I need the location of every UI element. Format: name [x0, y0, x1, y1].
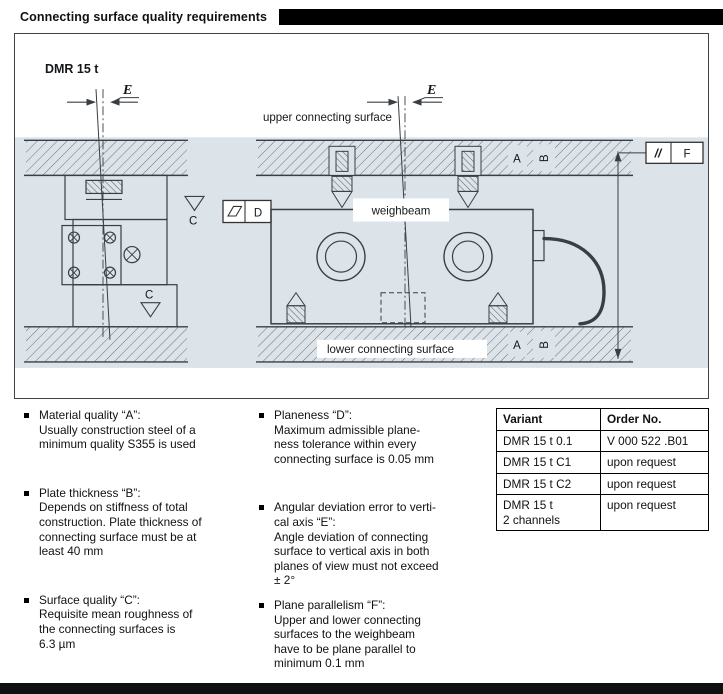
- bullet-icon: [259, 602, 264, 608]
- table-row: DMR 15 t C2 upon request: [496, 472, 709, 495]
- svg-text:lower connecting surface: lower connecting surface: [327, 344, 454, 356]
- note-angular-deviation-e: Angular deviation error to verti- cal ax…: [257, 500, 496, 588]
- surface-c-upper-label: C: [189, 216, 197, 228]
- angle-label-right: E: [426, 83, 436, 98]
- bullet-icon: [24, 413, 29, 418]
- note-body: Upper and lower connecting surfaces to t…: [274, 612, 421, 671]
- header: Connecting surface quality requirements: [0, 0, 723, 25]
- flatness-callout: D: [222, 199, 272, 224]
- weighbeam-label: weighbeam: [353, 198, 449, 222]
- table-header-row: Variant Order No.: [496, 408, 709, 431]
- bullet-icon: [259, 413, 264, 418]
- note-plate-thickness-b: Plate thickness “B”: Depends on stiffnes…: [22, 486, 257, 559]
- note-title: Plate thickness “B”:: [39, 485, 141, 500]
- footer-bar: [0, 683, 723, 694]
- notes-column-middle: Planeness “D”: Maximum admissible plane-…: [257, 408, 496, 694]
- order-no-cell: upon request: [600, 451, 709, 474]
- diagram-frame: DMR 15 t: [14, 33, 709, 399]
- bullet-icon: [24, 597, 29, 603]
- dim-arrow-icon: [614, 151, 622, 162]
- bullet-icon: [24, 490, 29, 496]
- parallelism-callout: // F: [645, 141, 704, 165]
- note-surface-quality-c: Surface quality “C”: Requisite mean roug…: [22, 593, 257, 651]
- note-material-quality-a: Material quality “A”: Usually constructi…: [22, 408, 257, 452]
- note-planeness-d: Planeness “D”: Maximum admissible plane-…: [257, 408, 496, 466]
- note-title: Plane parallelism “F”:: [274, 597, 386, 612]
- angle-label-left: E: [122, 83, 132, 98]
- svg-text:A: A: [513, 153, 521, 165]
- angle-arrow-icon: [412, 98, 422, 106]
- upper-surface-label: upper connecting surface: [263, 112, 392, 124]
- note-title: Planeness “D”:: [274, 408, 353, 422]
- note-body: Maximum admissible plane- ness tolerance…: [274, 422, 434, 466]
- note-title: Material quality “A”:: [39, 408, 141, 422]
- surface-c-lower-label: C: [145, 290, 153, 302]
- col-header-variant: Variant: [496, 408, 601, 431]
- surface-a-bottom-label: A: [508, 331, 527, 357]
- order-no-cell: upon request: [600, 494, 709, 531]
- variant-cell: DMR 15 t 2 channels: [496, 494, 601, 531]
- order-no-cell: V 000 522 .B01: [600, 429, 709, 452]
- variant-order-table: Variant Order No. DMR 15 t 0.1 V 000 522…: [496, 408, 709, 531]
- height-dimension: [617, 151, 646, 359]
- svg-text:A: A: [513, 340, 521, 352]
- note-body: Requisite mean roughness of the connecti…: [39, 607, 193, 651]
- model-label: DMR 15 t: [45, 62, 99, 76]
- note-title: Surface quality “C”:: [39, 592, 140, 607]
- svg-text:B: B: [539, 154, 551, 162]
- note-body: Depends on stiffness of total constructi…: [39, 500, 202, 559]
- surface-a-top-label: A: [508, 145, 527, 171]
- angle-arrow-icon: [110, 98, 120, 106]
- flatness-letter: D: [254, 207, 262, 219]
- table-row: DMR 15 t C1 upon request: [496, 451, 709, 474]
- note-title: Angular deviation error to verti- cal ax…: [274, 500, 436, 529]
- surface-b-top-label: B: [533, 144, 555, 172]
- notes-section: Material quality “A”: Usually constructi…: [0, 399, 723, 694]
- cable: [542, 236, 606, 326]
- roughness-mark-icon: [183, 195, 206, 212]
- svg-text:weighbeam: weighbeam: [371, 205, 431, 217]
- angle-arrow-icon: [86, 98, 96, 106]
- col-header-order-no: Order No.: [600, 408, 709, 431]
- page-title: Connecting surface quality requirements: [20, 10, 268, 24]
- variant-cell: DMR 15 t C1: [496, 451, 601, 474]
- dim-arrow-icon: [614, 348, 622, 359]
- side-view: [24, 139, 188, 363]
- parallel-letter: F: [683, 148, 690, 160]
- angle-arrow-icon: [388, 98, 398, 106]
- notes-column-left: Material quality “A”: Usually constructi…: [22, 408, 257, 694]
- flatness-symbol-icon: [227, 205, 243, 217]
- roughness-mark-icon: [139, 302, 162, 318]
- table-row: DMR 15 t 0.1 V 000 522 .B01: [496, 429, 709, 452]
- svg-text:B: B: [539, 341, 551, 349]
- parallel-symbol: //: [654, 146, 663, 160]
- surface-b-bottom-label: B: [533, 330, 555, 358]
- technical-drawing: DMR 15 t: [15, 62, 708, 368]
- table-column: Variant Order No. DMR 15 t 0.1 V 000 522…: [496, 408, 709, 694]
- bullet-icon: [259, 505, 264, 511]
- variant-cell: DMR 15 t 0.1: [496, 429, 601, 452]
- variant-cell: DMR 15 t C2: [496, 472, 601, 495]
- note-plane-parallelism-f: Plane parallelism “F”: Upper and lower c…: [257, 598, 496, 671]
- note-body: Usually construction steel of a minimum …: [39, 422, 196, 452]
- note-body: Angle deviation of connecting surface to…: [274, 529, 439, 588]
- title-accent-bar: [279, 9, 723, 25]
- table-row: DMR 15 t 2 channels upon request: [496, 494, 709, 531]
- order-no-cell: upon request: [600, 472, 709, 495]
- lower-surface-label: lower connecting surface: [317, 339, 487, 358]
